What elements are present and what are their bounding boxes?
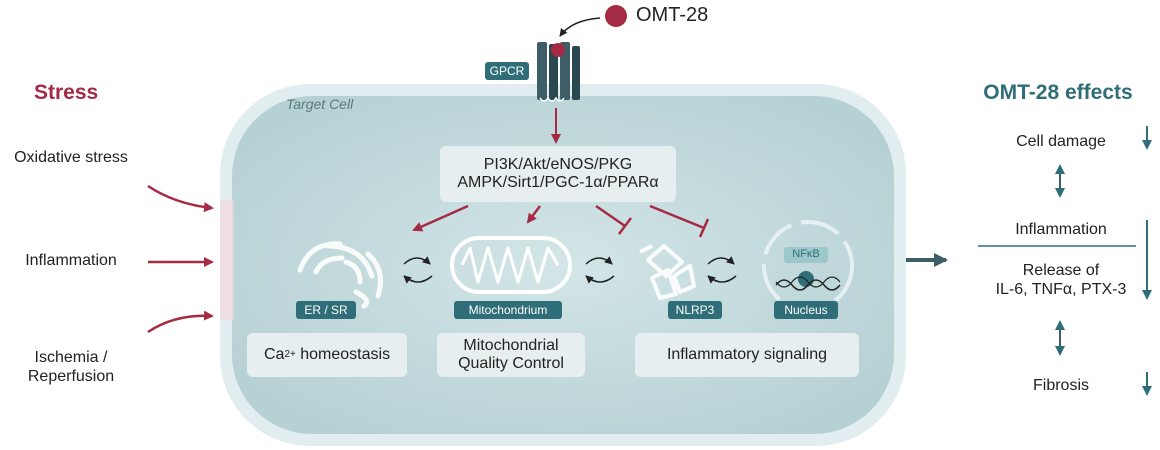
- er-sr-icon: [297, 241, 383, 309]
- nucleus-icon: [762, 220, 854, 312]
- effect-inflammation-label: Inflammation: [1015, 221, 1107, 238]
- effect-fibrosis-label: Fibrosis: [1032, 377, 1089, 394]
- gpcr-receptor-icon: [537, 42, 580, 102]
- calcium-label-rest: homeostasis: [295, 345, 391, 363]
- nlrp3-label: NLRP3: [668, 301, 722, 319]
- calcium-label-superscript: 2+: [284, 349, 296, 361]
- omt28-ligand-dot: [605, 5, 627, 27]
- pathway-box: PI3K/Akt/eNOS/PKG AMPK/Sirt1/PGC-1α/PPAR…: [440, 146, 676, 202]
- effects-heading: OMT-28 effects: [983, 81, 1133, 104]
- inflammatory-signaling-box: Inflammatory signaling: [635, 333, 859, 377]
- effect-release-line-2: IL-6, TNFα, PTX-3: [995, 281, 1127, 299]
- ligand-label: OMT-28: [636, 4, 709, 26]
- stress-heading: Stress: [34, 81, 99, 104]
- stress-inflammation-label: Inflammation: [25, 252, 117, 269]
- pathway-to-mito-arrow: [526, 205, 541, 224]
- gpcr-label: GPCR: [485, 62, 529, 80]
- effect-cell-damage-label: Cell damage: [1016, 133, 1106, 150]
- target-cell-label: Target Cell: [286, 96, 354, 112]
- effect-release-label: Release of IL-6, TNFα, PTX-3: [972, 261, 1150, 299]
- cell-stress-glow: [220, 200, 234, 320]
- pathway-line-1: PI3K/Akt/eNOS/PKG: [483, 155, 633, 173]
- stress-arrow-oxidative: [147, 184, 214, 213]
- pathway-inhibit-nucleus-line: [649, 204, 705, 230]
- ligand-binding-arrow: [559, 17, 601, 37]
- cycle-arrows-nlrp3-nucleus: [707, 256, 737, 284]
- cycle-arrows-mito-nlrp3: [585, 256, 615, 284]
- mitochondrium-icon: [450, 236, 572, 294]
- nucleus-label: Nucleus: [774, 301, 838, 319]
- mito-qc-line-2: Quality Control: [458, 355, 564, 372]
- mitochondrium-label: Mitochondrium: [454, 301, 562, 319]
- nlrp3-icon: [639, 244, 696, 300]
- effect-release-line-1: Release of: [1022, 262, 1100, 279]
- inflammatory-signaling-label: Inflammatory signaling: [666, 345, 828, 363]
- er-sr-label: ER / SR: [296, 301, 356, 319]
- cycle-arrows-er-mito: [403, 256, 433, 284]
- pathway-inhibit-nucleus-bar: [698, 218, 710, 238]
- pathway-line-2: AMPK/Sirt1/PGC-1α/PPARα: [457, 174, 659, 191]
- mito-qc-line-1: Mitochondrial: [463, 336, 559, 354]
- pathway-to-er-arrow: [412, 204, 469, 232]
- stress-oxidative-label: Oxidative stress: [14, 149, 128, 166]
- pathway-inhibit-nlrp3-line: [595, 204, 626, 228]
- stress-ischemia-label: Ischemia / Reperfusion: [27, 349, 115, 386]
- stress-arrow-ischemia: [147, 310, 214, 334]
- mito-quality-control-box: Mitochondrial Quality Control: [437, 333, 585, 377]
- calcium-label-ca: Ca: [263, 345, 285, 363]
- pathway-inhibit-nlrp3-bar: [618, 217, 632, 235]
- nfkb-label: NFκB: [792, 248, 820, 260]
